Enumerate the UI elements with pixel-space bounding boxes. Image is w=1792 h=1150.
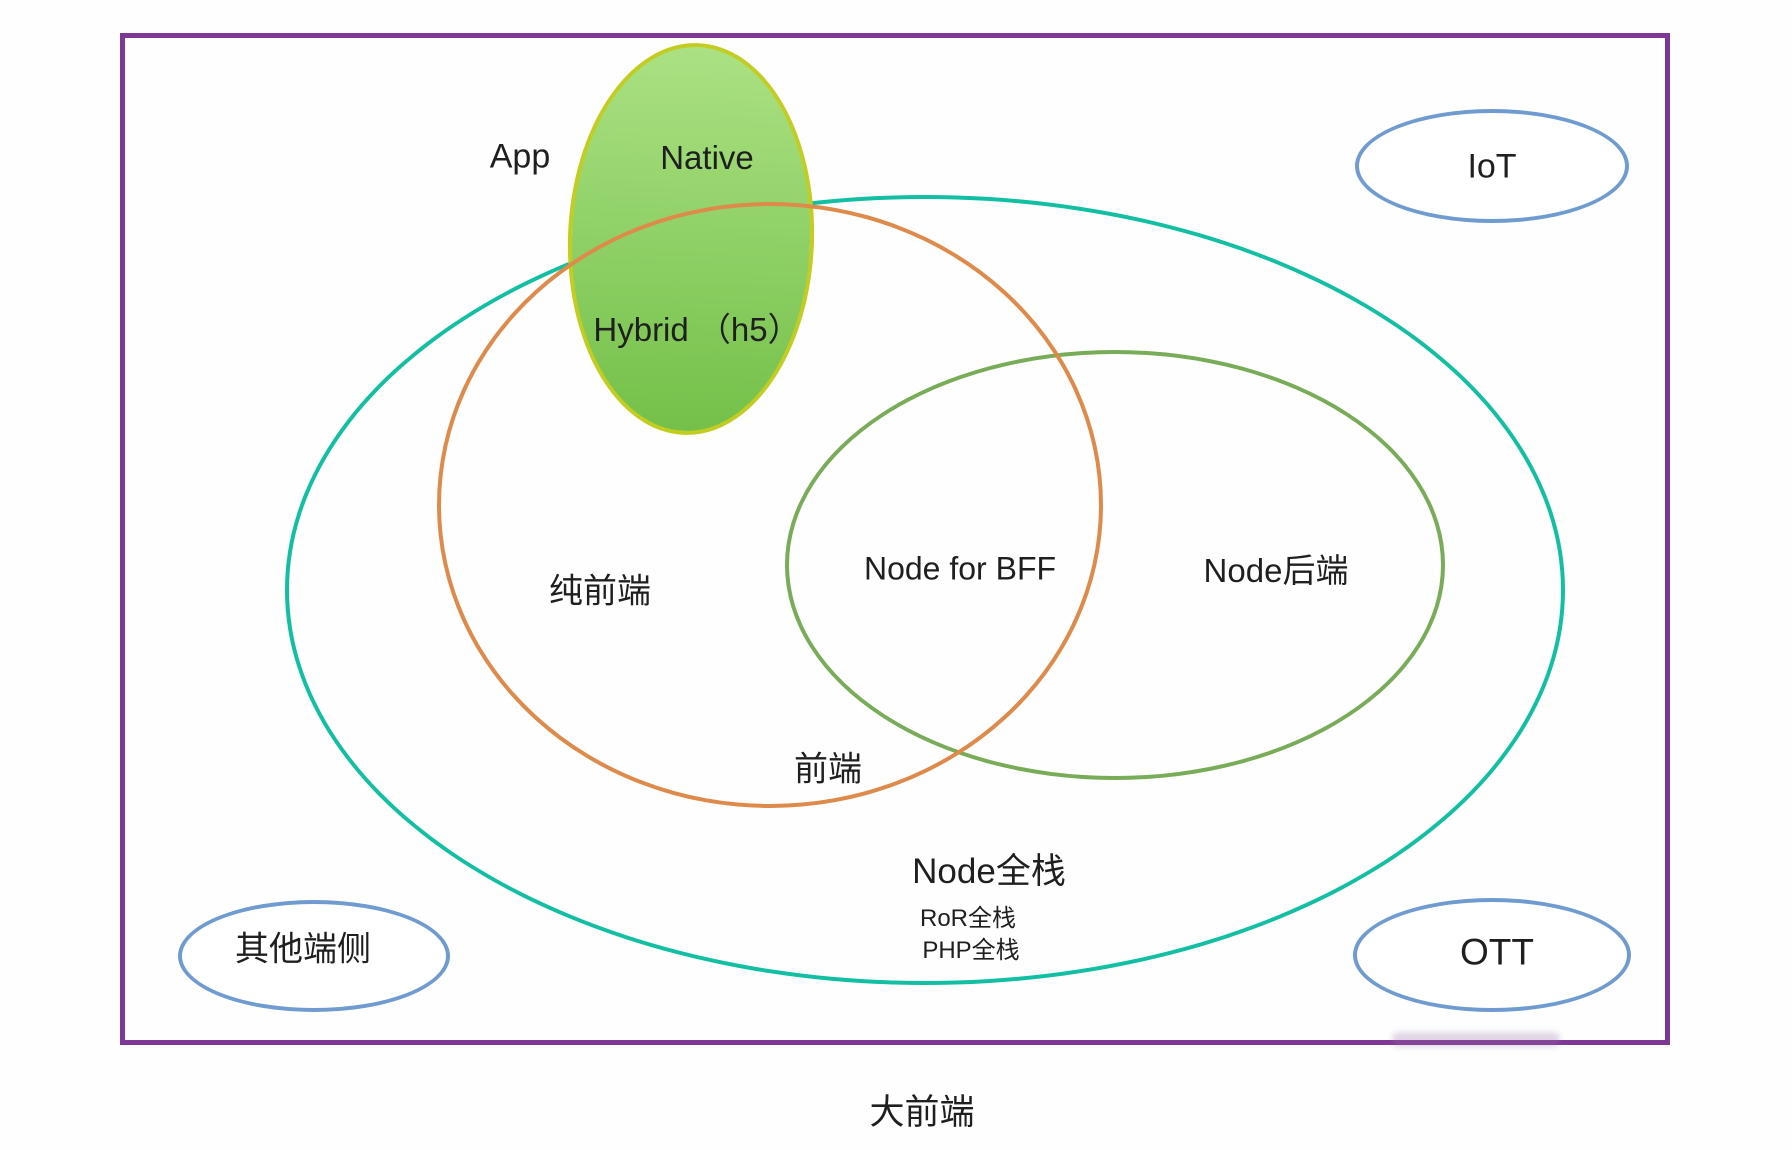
other-endpoints-ellipse	[178, 900, 450, 1012]
ror-fullstack-label: RoR全栈	[919, 904, 1017, 932]
php-fullstack-label: PHP全栈	[922, 936, 1020, 964]
ott-ellipse	[1353, 898, 1631, 1012]
big-frontend-boundary-rect	[120, 33, 1670, 1045]
iot-label: IoT	[1467, 147, 1517, 186]
pure-frontend-label: 纯前端	[549, 572, 651, 611]
frontend-ellipse	[437, 202, 1103, 808]
app-label: App	[489, 137, 551, 176]
watermark-smudge	[1392, 1032, 1560, 1047]
node-fullstack-ellipse	[285, 195, 1565, 985]
other-endpoints-label: 其他端侧	[235, 930, 371, 969]
big-frontend-title: 大前端	[869, 1092, 975, 1132]
ott-label: OTT	[1460, 931, 1534, 973]
iot-ellipse	[1355, 109, 1629, 223]
node-for-bff-label: Node for BFF	[863, 550, 1057, 587]
node-fullstack-label: Node全栈	[912, 851, 1066, 891]
native-label: Native	[660, 138, 754, 176]
frontend-label: 前端	[794, 750, 862, 789]
hybrid-h5-label: Hybrid （h5）	[593, 310, 801, 348]
node-backend-label: Node后端	[1203, 551, 1349, 589]
